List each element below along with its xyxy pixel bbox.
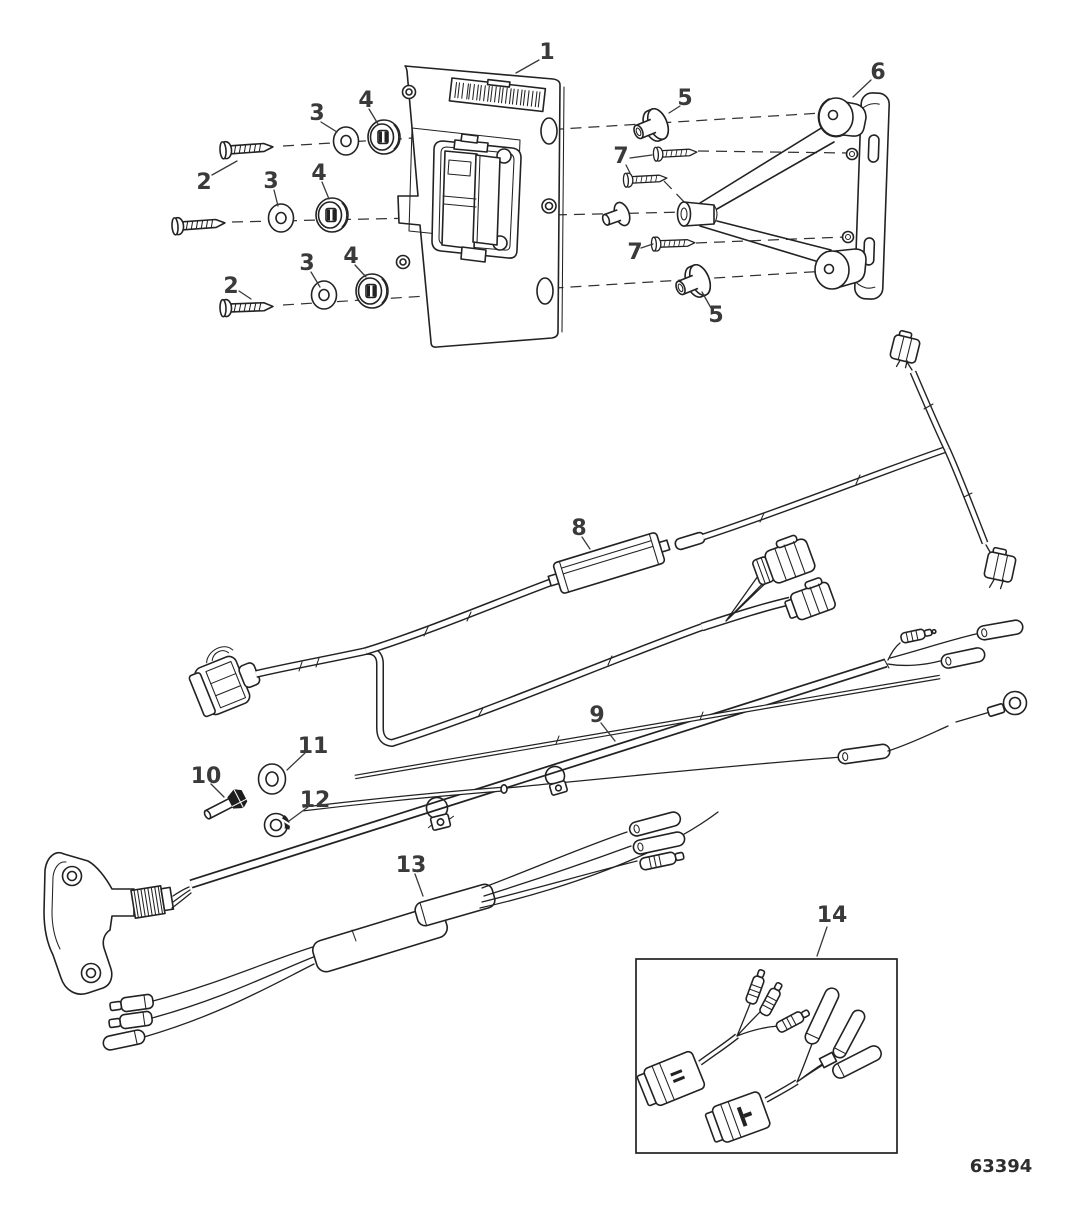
washer-11 (257, 763, 287, 795)
threaded-barrel (130, 885, 175, 919)
main-harness (188, 329, 1017, 748)
bracket-bottom-boss (814, 248, 867, 290)
screw-2c (219, 298, 274, 318)
figure-number: 63394 (970, 1156, 1033, 1177)
callout-12: 12 (300, 788, 331, 813)
callout-5b: 5 (708, 303, 723, 328)
tube-terminal-left-3 (102, 1029, 146, 1051)
callout-labels: 1 2 2 3 3 3 4 4 4 5 5 6 7 7 8 9 10 11 12… (191, 40, 886, 928)
grommet-4b (315, 197, 349, 233)
branch-connector-top (889, 329, 921, 369)
key-plate-cable-assembly (43, 619, 1024, 995)
grommet-4a (367, 119, 401, 155)
bracket-apex-boss (676, 201, 718, 227)
grommet-4c (355, 273, 389, 309)
bushing-5a (633, 107, 670, 142)
callout-14: 14 (817, 903, 848, 928)
barcode-label (448, 77, 547, 113)
callout-leaders (210, 59, 872, 957)
bullet-terminal-left-1 (109, 993, 154, 1013)
callout-4b: 4 (311, 161, 326, 186)
sleeve-terminal-1 (940, 647, 986, 669)
inset-bullet-1 (745, 969, 766, 1005)
mounting-plate (395, 65, 565, 348)
callout-1: 1 (539, 40, 554, 65)
lower-lead-cable (302, 690, 1028, 812)
washer-3a (332, 126, 360, 156)
callout-7b: 7 (627, 240, 642, 265)
callout-2a: 2 (196, 170, 211, 195)
callout-11: 11 (298, 734, 329, 759)
bolt-10 (203, 789, 248, 820)
screw-2a (219, 140, 274, 160)
callout-13: 13 (396, 853, 427, 878)
screw-7a (652, 146, 698, 162)
sleeve-bushing-middle (601, 201, 631, 227)
bundle-sleeve (311, 883, 496, 973)
callout-7a: 7 (613, 144, 628, 169)
callout-3a: 3 (309, 101, 324, 126)
washer-3c (310, 280, 338, 310)
bracket (676, 92, 891, 300)
inset-sleeve-1 (804, 987, 840, 1045)
callout-10: 10 (191, 764, 222, 789)
washer-3b (267, 203, 295, 233)
branch-connector-bottom (983, 546, 1017, 590)
harness-connector-lower (784, 577, 836, 621)
callout-6: 6 (870, 60, 885, 85)
harness-left-connector (188, 646, 261, 718)
bracket-top-boss (817, 97, 867, 138)
bullet-terminal-left-2 (108, 1010, 153, 1030)
sleeve-right-1 (628, 811, 682, 837)
callout-3b: 3 (263, 169, 278, 194)
ring-terminal (986, 690, 1028, 717)
inset-sleeve-2 (832, 1009, 866, 1059)
sleeve-terminal-2 (976, 619, 1024, 641)
inset-left-connector (636, 1050, 706, 1107)
inline-sleeve (837, 743, 891, 765)
harness-bundle-13 (102, 811, 719, 1051)
plate-connector-bezel (431, 133, 522, 263)
bushing-5b (675, 263, 712, 298)
inset-bullet-2 (759, 981, 783, 1017)
harness-sleeve-joint (674, 531, 706, 551)
sleeve-right-2 (632, 831, 686, 855)
long-cable-9 (354, 674, 941, 780)
lock-washer-12 (263, 812, 293, 838)
inset-sleeve-3 (818, 1045, 882, 1079)
callout-8: 8 (571, 516, 586, 541)
screw-2b (171, 216, 226, 236)
inset-right-connector (704, 1091, 771, 1143)
callout-9: 9 (589, 703, 604, 728)
inset-bullet-3 (775, 1009, 811, 1033)
cable-clip-b (544, 765, 568, 796)
inset-box (635, 958, 898, 1154)
callout-4a: 4 (358, 88, 373, 113)
inline-filter (547, 532, 671, 594)
harness-connector-upper (752, 534, 816, 586)
callout-4c: 4 (343, 244, 358, 269)
callout-3c: 3 (299, 251, 314, 276)
screw-7c (650, 236, 696, 252)
bullet-right-3 (639, 851, 685, 871)
bullet-plug (900, 628, 937, 644)
callout-2b: 2 (223, 274, 238, 299)
callout-5a: 5 (677, 86, 692, 111)
cable-clip-a (425, 796, 455, 831)
screw-7b (622, 172, 668, 188)
